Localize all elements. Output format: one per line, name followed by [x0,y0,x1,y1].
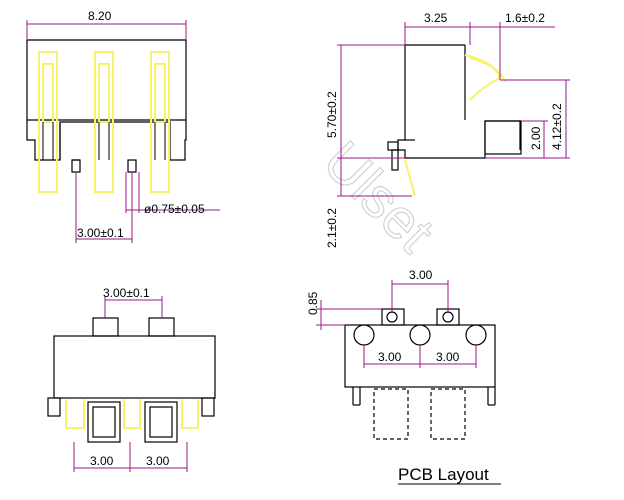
dim-label-pcb-left: 3.00 [378,350,402,364]
dim-label-5-70: 5.70±0.2 [325,91,339,138]
contact-3 [150,51,170,193]
dim-label-pin-diameter: ø0.75±0.05 [144,202,205,216]
dim-label-top-pitch: 3.00±0.1 [77,226,124,240]
dim-label-pcb-right: 3.00 [436,350,460,364]
top-pin-left [71,159,81,173]
pcb-pin-hole-2 [442,311,454,323]
pcb-hole-2 [409,324,431,346]
front-body [53,335,216,399]
top-pin-right [127,159,137,173]
contact-2 [94,51,114,193]
dim-label-pcb-top: 3.00 [409,268,433,282]
pcb-holes [353,311,487,346]
pcb-pads [373,388,466,440]
side-pin [391,149,399,171]
front-pad-right [144,401,178,443]
pcb-pad-right [430,388,466,440]
contact-1 [38,51,58,193]
pcb-layout-caption: PCB Layout [398,465,489,484]
dim-label-2-1: 2.1±0.2 [325,208,339,248]
dim-top-width [26,20,187,40]
dim-label-2-00: 2.00 [529,126,543,150]
top-body-outline [26,39,187,161]
dim-label-front-right: 3.00 [146,454,170,468]
dim-label-3-25: 3.25 [424,11,448,25]
dim-label-front-pitch: 3.00±0.1 [103,286,150,300]
front-view [47,317,216,443]
pcb-hole-3 [465,324,487,346]
dim-label-8-20: 8.20 [88,9,112,23]
pcb-pin-hole-1 [386,311,398,323]
side-pad [484,120,522,155]
front-pin-left [92,317,119,337]
pcb-pad-left [373,388,409,440]
front-contacts [65,398,199,429]
top-view-contacts [38,51,170,193]
side-view [387,44,522,171]
dim-label-front-left: 3.00 [90,454,114,468]
front-pin-right [148,317,175,337]
pcb-dims [316,280,477,368]
dim-label-4-12: 4.12±0.2 [550,103,564,150]
side-contact [404,54,506,197]
dim-label-0-85: 0.85 [306,291,320,315]
pcb-hole-1 [353,324,375,346]
side-dims [337,22,570,197]
dim-label-1-6: 1.6±0.2 [505,11,545,25]
front-pad-left [87,401,121,443]
front-dims [73,296,188,472]
top-view [26,39,187,173]
side-nub [387,141,399,151]
dim-top-pitch [75,172,220,243]
